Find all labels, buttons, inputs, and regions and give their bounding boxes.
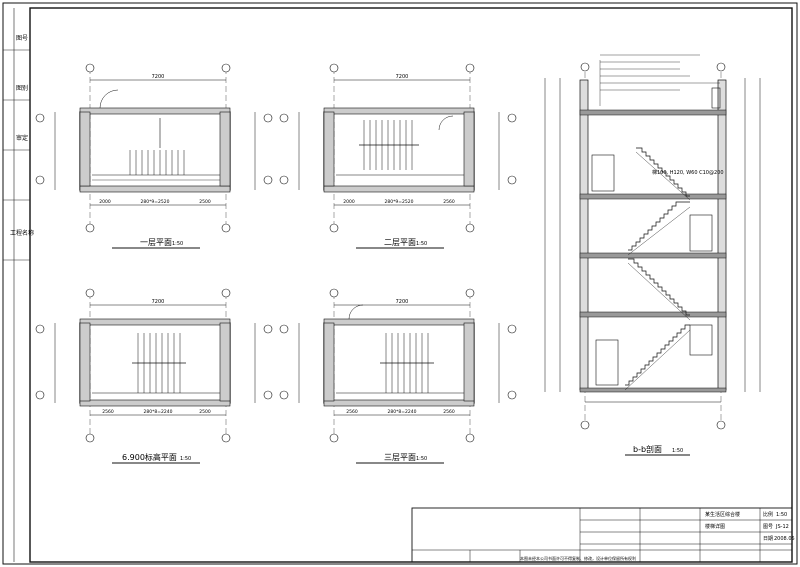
- sheet-label: 图号: [763, 524, 773, 530]
- plan-scale: 1:50: [416, 456, 427, 462]
- dimension-overall: 7200: [396, 299, 409, 305]
- dimension-middle: 280*9=2520: [385, 199, 414, 205]
- strip-label: 工程名称: [10, 229, 34, 237]
- dimension-middle: 280*8=2240: [144, 409, 173, 415]
- plan-second-floor: 7200 2000 280*9=2520 2560: [279, 63, 517, 249]
- dimension-left: 2000: [99, 199, 111, 205]
- section-scale: 1:50: [672, 448, 683, 454]
- project-name: 某生活区综合楼: [705, 511, 740, 518]
- plan-title: 二层平面: [384, 238, 416, 247]
- date-value: 2008.05: [774, 536, 795, 542]
- dimension-right: 2500: [199, 199, 211, 205]
- inner-border: [29, 7, 793, 563]
- plan-first-floor: 7200 2000 280*9=2520 2500: [35, 63, 273, 249]
- scale-value: 1:50: [776, 512, 787, 518]
- plan-third-floor: 7200 2560 280*8=2240 2560: [279, 288, 517, 464]
- strip-label: 图号: [16, 35, 28, 42]
- plan-title: 6.900标高平面: [122, 452, 177, 462]
- sheet-value: JS-12: [775, 524, 789, 530]
- date-label: 日期: [763, 536, 773, 542]
- binding-strip: 图号 图别 审定 工程名称: [3, 8, 34, 562]
- dimension-left: 2560: [346, 409, 358, 415]
- plan-6900-level: 7200 2560 280*8=2240 2500 6.: [35, 288, 273, 464]
- title-block: 某生活区综合楼 楼梯详图 比例 1:50 图号 JS-12 日期 2008.05…: [411, 507, 795, 563]
- dimension-left: 2560: [102, 409, 114, 415]
- plan-scale: 1:50: [172, 241, 183, 247]
- plan-scale: 1:50: [180, 456, 191, 462]
- dimension-overall: 7200: [152, 74, 165, 80]
- section-b-b: 梯100, H120, W60 C10@200 b-b剖面 1:50: [544, 54, 761, 456]
- footer-note: 本图未经本公司书面许可不得复制、修改，设计单位保留所有权利: [520, 555, 636, 561]
- stair-note: 梯100, H120, W60 C10@200: [652, 169, 724, 176]
- dimension-left: 2000: [343, 199, 355, 205]
- strip-label: 图别: [16, 84, 28, 92]
- drawing-name: 楼梯详图: [705, 523, 725, 530]
- strip-label: 审定: [16, 134, 28, 142]
- dimension-middle: 280*8=2240: [388, 409, 417, 415]
- dimension-right: 2560: [443, 199, 455, 205]
- plan-scale: 1:50: [416, 241, 427, 247]
- scale-label: 比例: [763, 511, 773, 518]
- section-title: b-b剖面: [633, 444, 662, 454]
- dimension-right: 2560: [443, 409, 455, 415]
- dimension-middle: 280*9=2520: [141, 199, 170, 205]
- dimension-right: 2500: [199, 409, 211, 415]
- dimension-overall: 7200: [152, 299, 165, 305]
- dimension-overall: 7200: [396, 74, 409, 80]
- plan-title: 三层平面: [384, 453, 416, 462]
- plan-title: 一层平面: [140, 238, 172, 247]
